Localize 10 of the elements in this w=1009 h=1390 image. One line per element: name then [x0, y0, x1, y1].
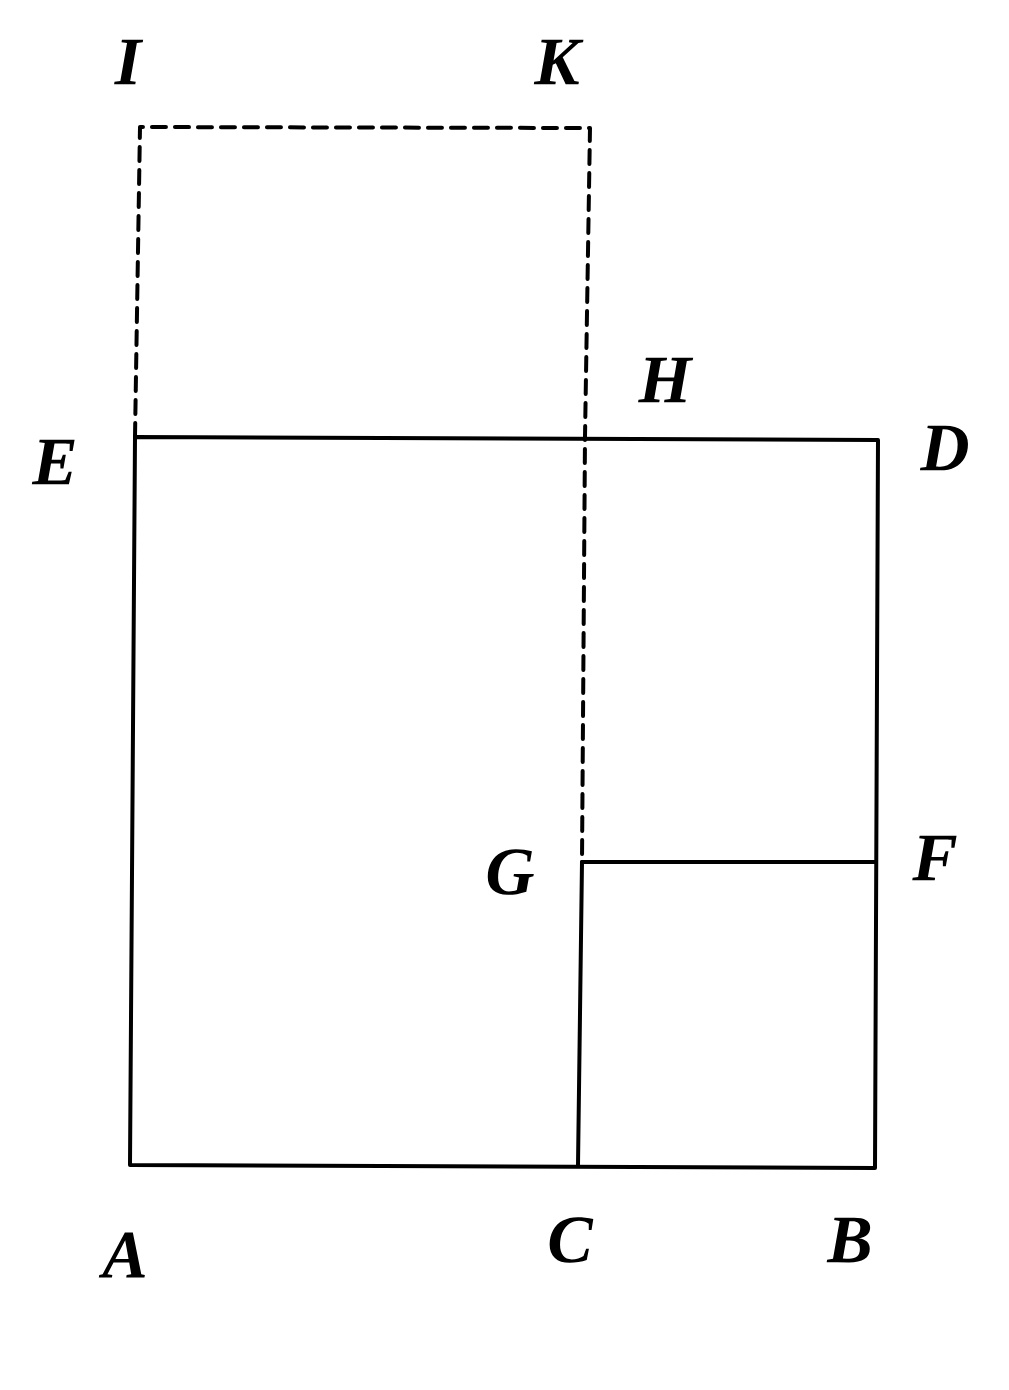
point-label: C — [549, 1217, 594, 1263]
point-label: I — [114, 39, 144, 85]
point-label: F — [912, 835, 957, 881]
point-label: G — [487, 849, 534, 895]
point-label: A — [98, 1232, 145, 1278]
point-label: K — [533, 39, 584, 85]
point-label: H — [638, 357, 694, 403]
point-label: E — [31, 439, 75, 485]
point-label: B — [826, 1217, 871, 1263]
point-label: D — [919, 425, 968, 471]
